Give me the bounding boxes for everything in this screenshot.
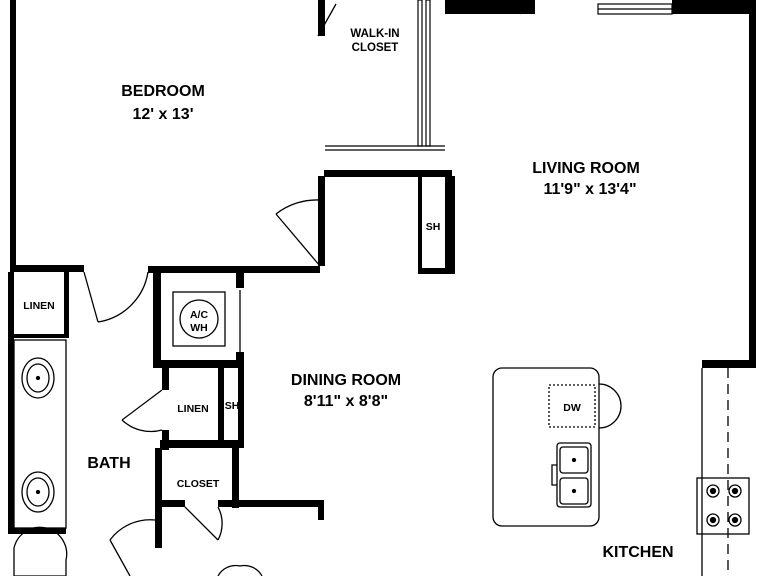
bath-label: BATH	[87, 455, 130, 472]
shelf-hall-label: SH	[225, 400, 240, 412]
bedroom-name: BEDROOM	[121, 83, 205, 100]
double-sink	[556, 442, 592, 508]
kitchen-counter	[696, 368, 750, 576]
closet-label: CLOSET	[177, 478, 220, 490]
room-labels: BEDROOM 12' x 13' WALK-IN CLOSET LIVING …	[23, 28, 673, 561]
windows	[325, 0, 673, 151]
sink-upper	[21, 357, 55, 399]
bath-vanity	[13, 339, 68, 576]
kitchen-label: KITCHEN	[602, 544, 673, 561]
kitchen-island	[492, 367, 622, 527]
walls	[8, 0, 756, 548]
living-room-size: 11'9" x 13'4"	[543, 181, 636, 198]
linen-bath-label: LINEN	[23, 300, 55, 312]
dining-room-name: DINING ROOM	[291, 372, 401, 389]
dishwasher-label: DW	[563, 402, 581, 414]
bedroom-size: 12' x 13'	[133, 106, 194, 123]
walk-in-closet-line2: CLOSET	[352, 42, 399, 54]
walk-in-closet-line1: WALK-IN	[350, 28, 399, 40]
dining-room-size: 8'11" x 8'8"	[304, 393, 388, 410]
living-room-name: LIVING ROOM	[532, 160, 640, 177]
range	[696, 477, 750, 535]
doors	[83, 0, 531, 576]
sink-lower	[21, 471, 55, 513]
ac-wh-line2: WH	[190, 322, 208, 334]
ac-wh-line1: A/C	[190, 309, 209, 321]
linen-hall-label: LINEN	[177, 403, 209, 415]
ac-wh-unit	[172, 291, 226, 347]
shelf-living-label: SH	[426, 221, 441, 233]
